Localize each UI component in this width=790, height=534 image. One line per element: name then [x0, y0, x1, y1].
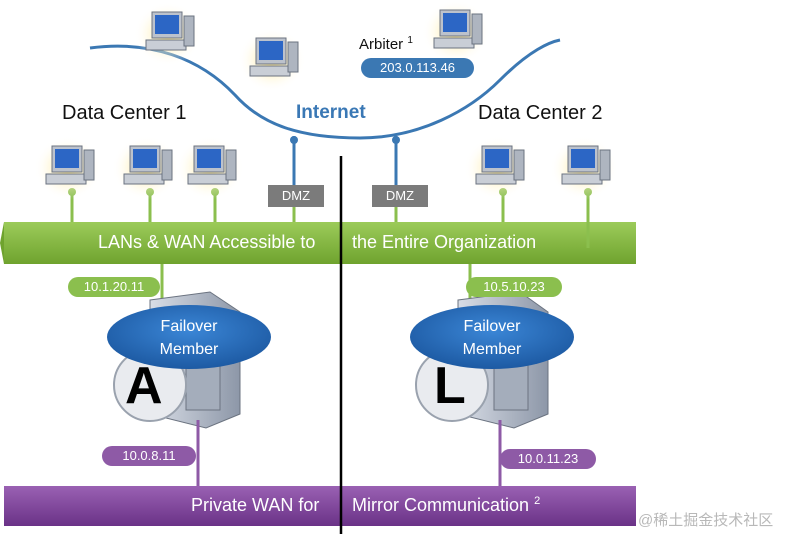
internet-link	[89, 38, 561, 140]
member-b-lan-ip-badge: 10.5.10.23	[466, 277, 562, 297]
wan-bar-footnote: 2	[534, 495, 541, 507]
member-b-letter: L	[434, 357, 466, 415]
internet-client-1	[133, 1, 203, 67]
wan-bar-left-text: Private WAN for	[191, 495, 320, 515]
internet-client-2	[237, 27, 307, 93]
dc1-workstation-1	[33, 135, 103, 201]
member-b-role-line2: Member	[462, 341, 522, 358]
arbiter-label-text: Arbiter	[359, 36, 404, 53]
member-a-letter: A	[125, 357, 163, 415]
watermark: @稀土掘金技术社区	[638, 512, 774, 529]
dc2-workstation-1	[463, 135, 533, 201]
member-a-lan-ip-badge: 10.1.20.11	[68, 277, 160, 297]
member-a-role-label: Failover Member	[127, 315, 251, 361]
lan-bar-left-text: LANs & WAN Accessible to	[98, 232, 316, 252]
dmz-1-node	[290, 136, 298, 144]
data-center-1-title: Data Center 1	[62, 102, 187, 124]
wan-bar-right-text-main: Mirror Communication	[352, 495, 530, 515]
member-b-role-oval	[410, 305, 574, 369]
dc1-workstation-3	[175, 135, 245, 201]
dmz-2-node	[392, 136, 400, 144]
arbiter-computer	[421, 0, 491, 65]
wan-bar-right-text: Mirror Communication 2	[352, 495, 540, 516]
arbiter-footnote: 1	[407, 35, 413, 46]
member-a-role-oval	[107, 305, 271, 369]
lan-bar-right-text: the Entire Organization	[352, 232, 537, 252]
internet-label: Internet	[296, 102, 366, 123]
member-b-role-line1: Failover	[463, 318, 521, 335]
wan-bar-background	[4, 486, 636, 526]
dmz-1-box: DMZ	[268, 185, 324, 207]
member-b-role-label: Failover Member	[430, 315, 554, 361]
member-a-role-line1: Failover	[160, 318, 218, 335]
arbiter-ip-badge: 203.0.113.46	[361, 58, 474, 78]
dc2-workstation-2	[549, 135, 619, 201]
arbiter-label: Arbiter 1	[359, 35, 413, 53]
member-a-wan-ip-badge: 10.0.8.11	[102, 446, 196, 466]
member-b-wan-ip-badge: 10.0.11.23	[500, 449, 596, 469]
data-center-2-title: Data Center 2	[478, 102, 603, 124]
lan-bar-background	[4, 222, 636, 264]
member-a-role-line2: Member	[159, 341, 219, 358]
lan-bar-left-arrow	[0, 222, 4, 264]
dc1-workstation-2	[111, 135, 181, 201]
dc1-lan-stems	[70, 192, 296, 222]
dmz-2-box: DMZ	[372, 185, 428, 207]
